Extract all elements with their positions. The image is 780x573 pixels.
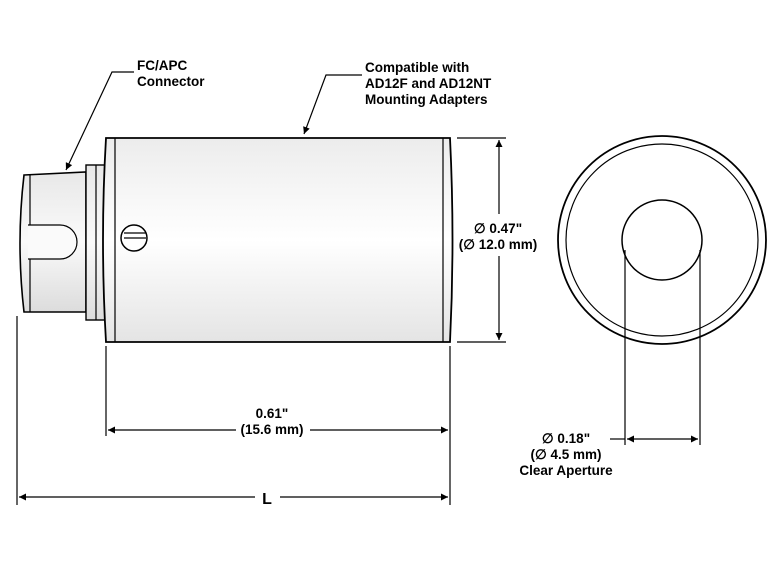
aperture-label-in: ∅ 0.18" (542, 431, 590, 446)
connector-label-line2: Connector (137, 74, 205, 89)
end-view (557, 135, 767, 445)
diameter-label-mm: (∅ 12.0 mm) (459, 237, 538, 252)
length-dimension (105, 346, 451, 436)
diameter-label-in: ∅ 0.47" (474, 221, 522, 236)
length-label-mm: (15.6 mm) (240, 422, 303, 437)
aperture-label-mm: (∅ 4.5 mm) (530, 447, 601, 462)
aperture-label-name: Clear Aperture (519, 463, 613, 478)
compat-label-line2: AD12F and AD12NT (365, 76, 492, 91)
side-view (16, 71, 506, 505)
clear-aperture-circle (621, 199, 703, 281)
connector-leader (65, 71, 134, 171)
collimator-body (102, 137, 454, 343)
diameter-dimension (457, 137, 506, 343)
adapter-leader (303, 74, 362, 135)
total-length-dimension (16, 316, 451, 505)
connector-label-line1: FC/APC (137, 58, 188, 73)
compat-label-line3: Mounting Adapters (365, 92, 488, 107)
length-label-in: 0.61" (256, 406, 289, 421)
fc-apc-connector (19, 164, 107, 321)
total-length-label: L (262, 491, 272, 508)
compat-label-line1: Compatible with (365, 60, 469, 75)
end-view-inner-ring (565, 143, 759, 337)
aperture-dimension (610, 250, 701, 445)
set-screw (120, 224, 148, 252)
